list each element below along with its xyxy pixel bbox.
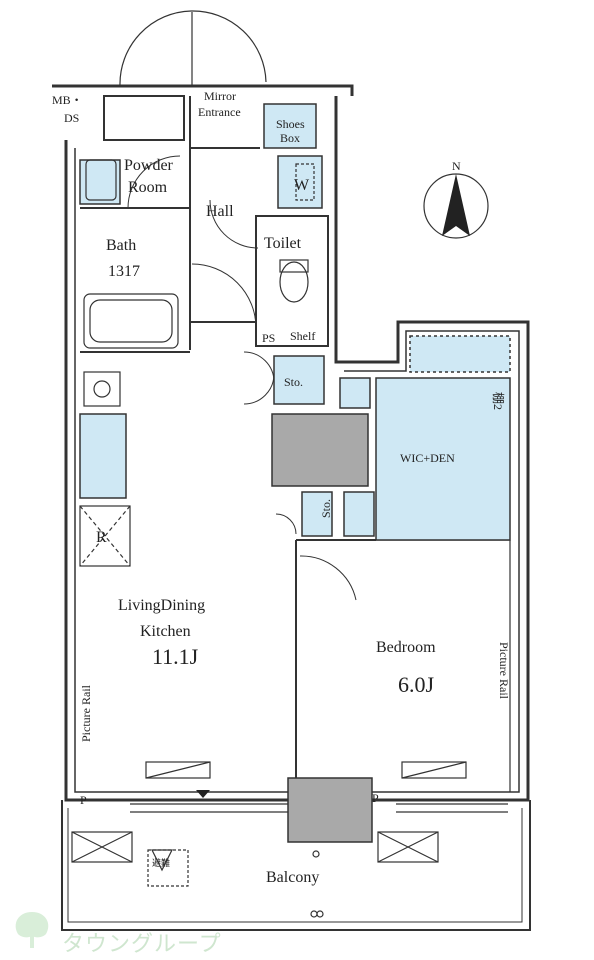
- room-labels: MB・ DS Mirror Entrance Shoes Box Powder …: [52, 89, 511, 886]
- p-left-label: P: [80, 793, 87, 807]
- storage-areas: [79, 103, 511, 541]
- mirror-label: Mirror: [204, 89, 236, 103]
- shoes-box-label-1: Shoes: [276, 117, 305, 131]
- hatch-label: 避難: [152, 857, 170, 868]
- toilet-label: Toilet: [264, 235, 302, 252]
- ldk-label-1: LivingDining: [118, 597, 205, 614]
- picture-rail-right-label: Picture Rail: [497, 642, 511, 700]
- bedroom-size-label: 6.0J: [398, 672, 435, 697]
- town-group-logo-icon: [15, 912, 49, 948]
- mb-ds-label-2: DS: [64, 111, 79, 125]
- windows: [71, 761, 508, 918]
- door-swings: [127, 155, 357, 601]
- shelf-label: Shelf: [290, 329, 315, 343]
- w-label: W: [294, 177, 310, 194]
- shelf-vertical-label: 棚2: [491, 392, 506, 410]
- balcony-label: Balcony: [266, 869, 319, 886]
- powder-room-label-2: Room: [128, 179, 168, 196]
- bath-size-label: 1317: [108, 263, 140, 280]
- powder-room-label-1: Powder: [124, 157, 174, 174]
- storage-label-1: Sto.: [284, 375, 303, 389]
- fixtures: [79, 159, 315, 567]
- p-right-label: P: [372, 791, 379, 805]
- ldk-label-2: Kitchen: [140, 623, 191, 640]
- compass: N: [423, 159, 489, 239]
- mb-ds-label-1: MB・: [52, 93, 83, 107]
- storage-label-2: Sto.: [319, 499, 333, 518]
- north-arrow-icon: [442, 174, 470, 236]
- watermark-text: タウングループ: [62, 932, 222, 957]
- wic-den-label: WIC+DEN: [400, 451, 455, 465]
- ps-label: PS: [262, 331, 275, 345]
- outer-walls: [52, 84, 531, 931]
- picture-rail-left-label: Picture Rail: [79, 684, 93, 742]
- entrance-label: Entrance: [198, 105, 241, 119]
- pipe-shafts: [271, 413, 373, 843]
- bedroom-label: Bedroom: [376, 639, 436, 656]
- compass-n-label: N: [452, 159, 461, 173]
- bath-label: Bath: [106, 237, 136, 254]
- ldk-size-label: 11.1J: [152, 644, 199, 669]
- entrance-door: [119, 10, 267, 87]
- hall-label: Hall: [206, 203, 234, 220]
- shoes-box-label-2: Box: [280, 131, 300, 145]
- down-arrow-icon: [196, 790, 210, 798]
- refrigerator-label: R: [96, 529, 107, 546]
